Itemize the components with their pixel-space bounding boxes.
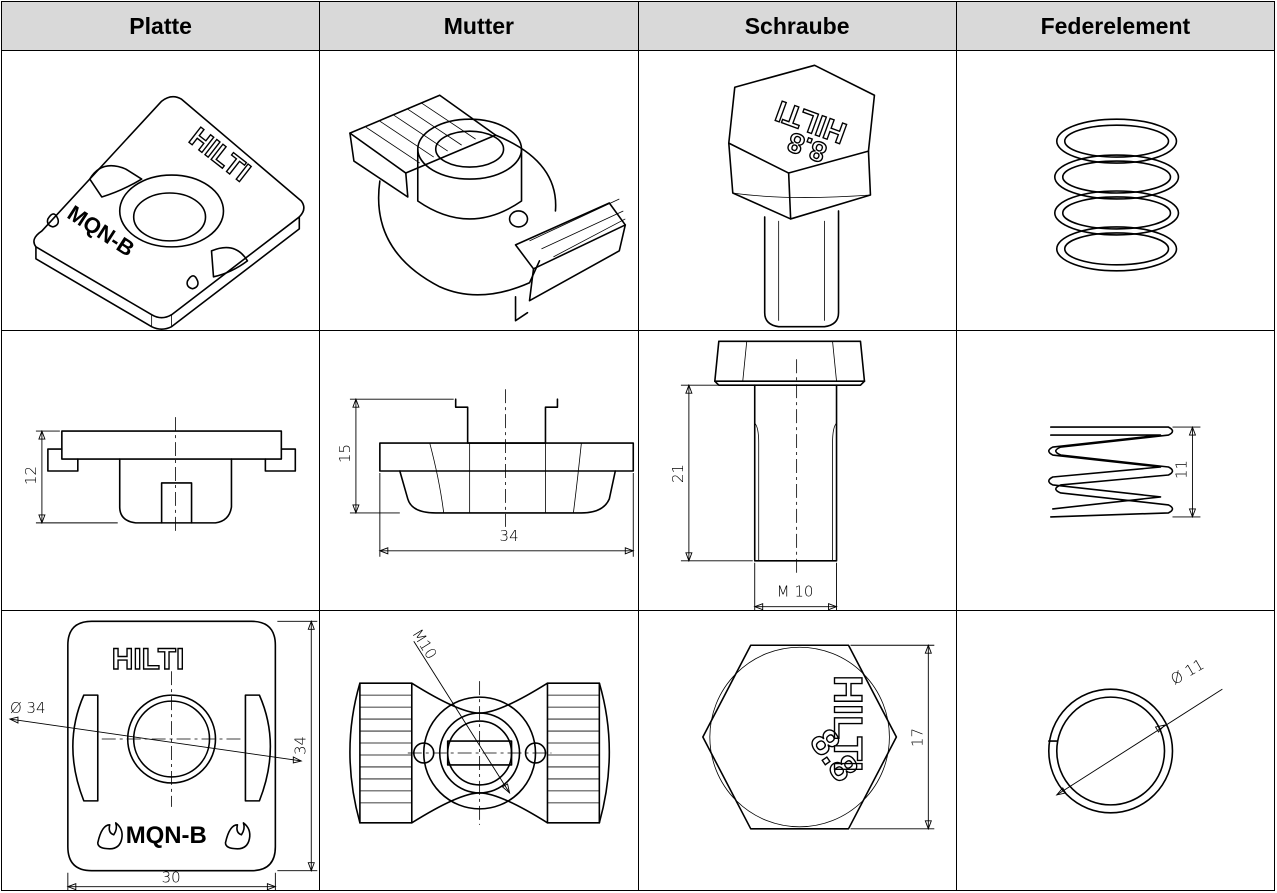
header-platte: Platte: [0, 1, 321, 51]
platte-top-marking: MQN-B: [126, 822, 207, 849]
federelement-side-drawing: 11: [1047, 425, 1201, 519]
flame-icon: [186, 275, 199, 290]
header-federelement: Federelement: [955, 1, 1276, 51]
cell-mutter-isometric: [319, 50, 639, 331]
mutter-side-height: 15: [336, 444, 354, 463]
platte-top-height: 34: [291, 736, 309, 755]
platte-top-logo: HILTI: [112, 643, 185, 676]
cell-mutter-top: M10: [319, 610, 639, 891]
header-row: Platte Mutter Schraube Federelement: [0, 1, 1276, 51]
header-schraube: Schraube: [637, 1, 957, 51]
mutter-top-thread: M10: [409, 626, 441, 663]
schraube-isometric-drawing: HILTI 8.8: [727, 64, 875, 328]
cell-platte-isometric: HILTI MQN-B: [0, 50, 321, 331]
platte-side-height: 12: [22, 466, 40, 485]
cell-federelement-side: 11: [955, 330, 1276, 611]
cell-mutter-side: 15 34: [319, 330, 639, 611]
schraube-top-drawing: HILTI 8.8 17: [701, 643, 934, 831]
header-mutter: Mutter: [319, 1, 639, 51]
row-isometric: HILTI MQN-B: [0, 50, 1276, 331]
cell-schraube-isometric: HILTI 8.8: [637, 50, 957, 331]
row-top-view: HILTI MQN-B Ø 34 34 30: [0, 610, 1276, 891]
federelement-isometric-drawing: [1053, 118, 1180, 272]
platte-top-drawing: HILTI MQN-B Ø 34 34 30: [8, 620, 318, 890]
mutter-side-width: 34: [500, 527, 519, 545]
schraube-top-width: 17: [908, 728, 926, 747]
federelement-top-drawing: Ø 11: [1047, 655, 1223, 814]
federelement-top-diameter: Ø 11: [1167, 655, 1207, 688]
mutter-isometric-drawing: [349, 94, 627, 322]
platte-top-width: 30: [162, 869, 181, 887]
mutter-top-drawing: M10: [349, 626, 611, 825]
flame-icon: [224, 822, 251, 850]
mutter-side-drawing: 15 34: [336, 389, 635, 557]
cell-platte-top: HILTI MQN-B Ø 34 34 30: [0, 610, 321, 891]
cell-platte-side: 12: [0, 330, 321, 611]
platte-side-drawing: 12: [22, 417, 297, 535]
flame-icon: [96, 822, 123, 850]
schraube-side-drawing: 21 M 10: [668, 340, 865, 610]
row-side-view: 12 15 34: [0, 330, 1276, 611]
platte-isometric-drawing: HILTI MQN-B: [33, 95, 305, 330]
schraube-top-head-text: HILTI: [825, 675, 869, 772]
cell-schraube-top: HILTI 8.8 17: [637, 610, 957, 891]
cell-federelement-top: Ø 11: [955, 610, 1276, 891]
schraube-side-length: 21: [668, 464, 686, 483]
cell-federelement-isometric: [955, 50, 1276, 331]
federelement-side-height: 11: [1172, 460, 1190, 479]
schraube-side-thread: M 10: [776, 583, 813, 601]
platte-top-diameter: Ø 34: [10, 699, 46, 717]
flame-icon: [46, 213, 60, 228]
cell-schraube-side: 21 M 10: [637, 330, 957, 611]
